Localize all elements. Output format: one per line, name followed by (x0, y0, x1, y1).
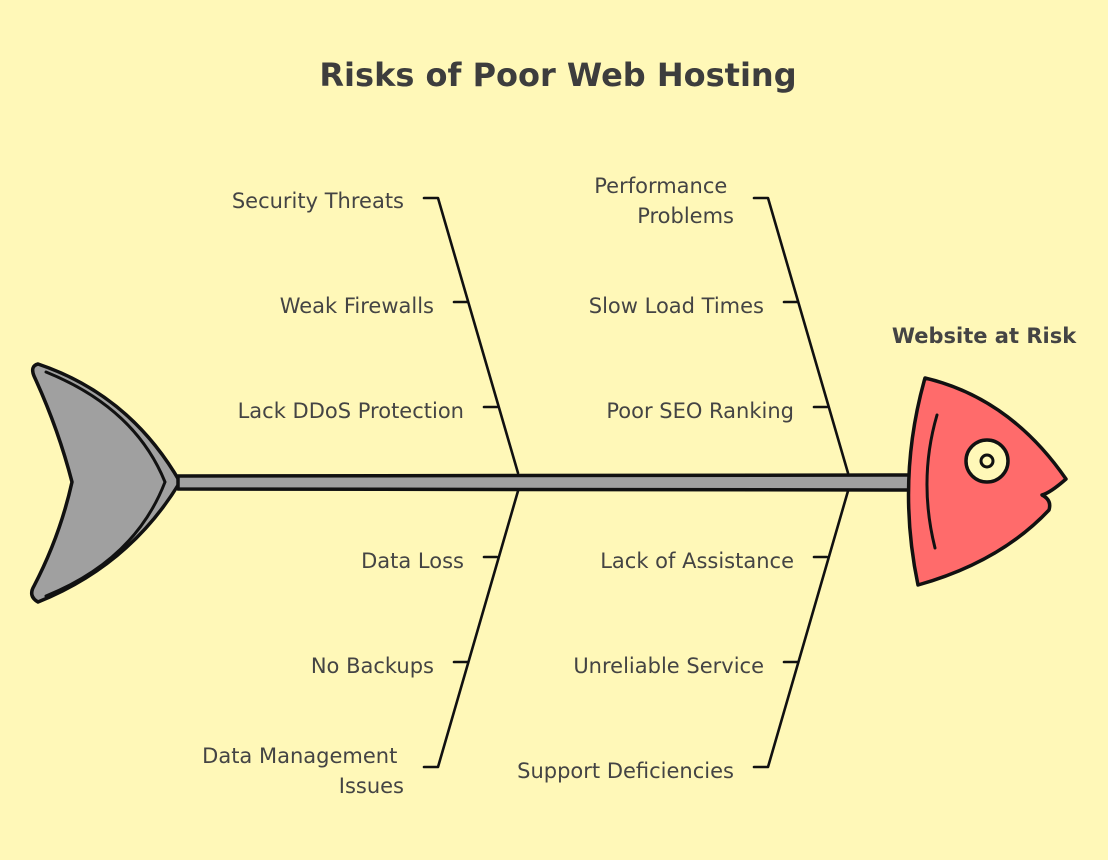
fish-tail (30, 362, 182, 604)
cause-poor-seo: Poor SEO Ranking (606, 399, 794, 423)
category-label-data: Data Management Issues (202, 744, 404, 798)
cause-slow-load: Slow Load Times (589, 294, 764, 318)
cause-no-backups: No Backups (311, 654, 434, 678)
category-label-data-line1: Data Management (202, 744, 397, 768)
cause-weak-firewalls: Weak Firewalls (280, 294, 434, 318)
effect-label: Website at Risk (892, 324, 1077, 348)
bone-performance (752, 196, 850, 475)
bone-security (422, 196, 520, 475)
category-label-performance-line2: Problems (637, 204, 734, 228)
category-label-support: Support Deficiencies (517, 759, 734, 783)
bones (422, 196, 850, 769)
fish-head (906, 376, 1068, 587)
category-label-performance-line1: Performance (594, 174, 727, 198)
cause-lack-ddos: Lack DDoS Protection (238, 399, 464, 423)
labels: Security Threats Weak Firewalls Lack DDo… (202, 174, 794, 798)
category-label-performance: Performance Problems (594, 174, 734, 228)
category-label-security: Security Threats (232, 189, 404, 213)
bone-support (752, 489, 850, 769)
bone-data (422, 489, 520, 769)
cause-lack-assistance: Lack of Assistance (600, 549, 794, 573)
category-label-data-line2: Issues (339, 774, 404, 798)
cause-data-loss: Data Loss (361, 549, 464, 573)
diagram-title: Risks of Poor Web Hosting (319, 56, 796, 94)
fish-spine (176, 473, 914, 492)
cause-unreliable-service: Unreliable Service (573, 654, 764, 678)
fish-pupil (979, 453, 995, 469)
